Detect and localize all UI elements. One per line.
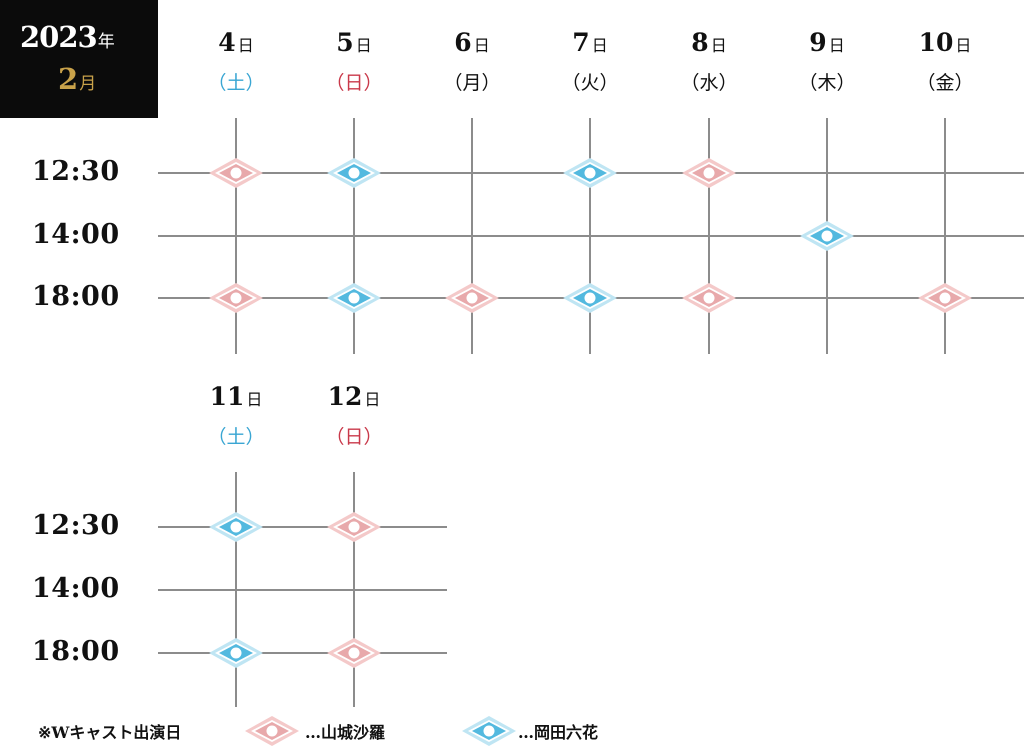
okada-diamond-icon	[462, 716, 516, 746]
yamashiro-diamond-icon	[327, 638, 381, 668]
day-of-week: （月）	[443, 72, 501, 94]
okada-diamond-icon	[563, 158, 617, 188]
day-unit: 日	[591, 36, 608, 55]
year-unit: 年	[97, 32, 115, 52]
day-unit: 日	[710, 36, 727, 55]
day-number: 4	[218, 28, 236, 57]
day-of-week: （水）	[680, 72, 738, 94]
yamashiro-diamond-icon	[918, 283, 972, 313]
yamashiro-diamond-icon	[682, 283, 736, 313]
yamashiro-diamond-icon	[682, 158, 736, 188]
yamashiro-diamond-icon	[327, 512, 381, 542]
day-unit: 日	[237, 36, 254, 55]
day-number: 11	[209, 382, 245, 411]
okada-diamond-icon	[327, 158, 381, 188]
day-number: 5	[336, 28, 354, 57]
day-unit: 日	[364, 390, 381, 409]
day-of-week: （土）	[207, 72, 265, 94]
okada-diamond-icon	[209, 638, 263, 668]
day-unit: 日	[473, 36, 490, 55]
day-of-week: （木）	[798, 72, 856, 94]
day-of-week: （日）	[325, 72, 383, 94]
month-unit: 月	[79, 74, 97, 94]
okada-diamond-icon	[209, 512, 263, 542]
okada-diamond-icon	[327, 283, 381, 313]
time-label: 12:30	[32, 510, 120, 541]
day-number: 6	[454, 28, 472, 57]
legend-blue-label: …岡田六花	[518, 723, 599, 742]
legend-note: ※Wキャスト出演日	[38, 723, 182, 742]
day-unit: 日	[355, 36, 372, 55]
day-unit: 日	[828, 36, 845, 55]
time-label: 14:00	[32, 573, 120, 604]
okada-diamond-icon	[563, 283, 617, 313]
month-label: 2月	[58, 62, 96, 96]
yamashiro-diamond-icon	[445, 283, 499, 313]
yamashiro-diamond-icon	[209, 158, 263, 188]
day-unit: 日	[246, 390, 263, 409]
year-month-box: 2023年 2月	[0, 0, 158, 118]
day-unit: 日	[955, 36, 972, 55]
year-value: 2023	[20, 20, 98, 54]
yamashiro-diamond-icon	[209, 283, 263, 313]
day-number: 8	[691, 28, 709, 57]
time-label: 12:30	[32, 156, 120, 187]
time-label: 14:00	[32, 219, 120, 250]
yamashiro-diamond-icon	[245, 716, 299, 746]
time-label: 18:00	[32, 281, 120, 312]
day-number: 10	[918, 28, 954, 57]
day-of-week: （土）	[207, 426, 265, 448]
day-number: 7	[572, 28, 590, 57]
month-value: 2	[58, 62, 79, 96]
year-label: 2023年	[20, 20, 115, 54]
day-of-week: （火）	[561, 72, 619, 94]
legend-pink-label: …山城沙羅	[305, 723, 386, 742]
okada-diamond-icon	[800, 221, 854, 251]
day-of-week: （金）	[916, 72, 974, 94]
day-number: 9	[809, 28, 827, 57]
day-number: 12	[327, 382, 363, 411]
day-of-week: （日）	[325, 426, 383, 448]
time-label: 18:00	[32, 636, 120, 667]
